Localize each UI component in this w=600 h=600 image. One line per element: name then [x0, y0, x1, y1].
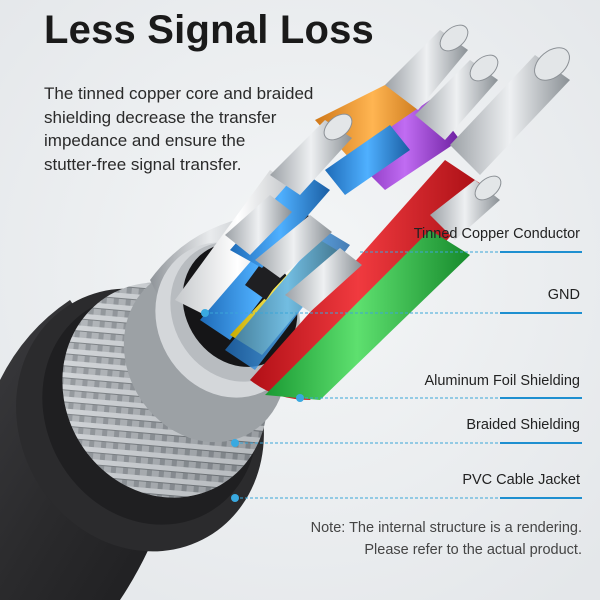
rendering-note: Note: The internal structure is a render…	[311, 517, 582, 561]
callout-lines	[205, 251, 582, 499]
note-line: Note: The internal structure is a render…	[310, 520, 582, 536]
description-line: impedance and ensure the	[44, 131, 246, 150]
callout-label-tinned-copper-conductor: Tinned Copper Conductor	[413, 226, 580, 242]
callout-dot-foil	[296, 394, 304, 402]
description-line: stutter-free signal transfer.	[44, 154, 242, 174]
callout-label-pvc-cable-jacket: PVC Cable Jacket	[462, 472, 580, 488]
callout-dot-braid	[231, 439, 239, 447]
copper-strands	[225, 24, 570, 312]
callout-label-gnd: GND	[547, 287, 580, 303]
description-line: The tinned copper core and braided	[44, 84, 314, 103]
callout-markers	[201, 309, 304, 502]
callout-dot-jacket	[231, 494, 239, 502]
page-title: Less Signal Loss	[44, 8, 374, 52]
callout-dot-gnd	[201, 309, 209, 317]
description-line: shielding decrease the transfer	[44, 107, 277, 127]
description: The tinned copper core and braided shiel…	[44, 82, 313, 176]
note-line: Please refer to the actual product.	[364, 542, 582, 558]
callout-label-braided-shielding: Braided Shielding	[466, 417, 580, 433]
callout-label-aluminum-foil-shielding: Aluminum Foil Shielding	[424, 373, 580, 389]
